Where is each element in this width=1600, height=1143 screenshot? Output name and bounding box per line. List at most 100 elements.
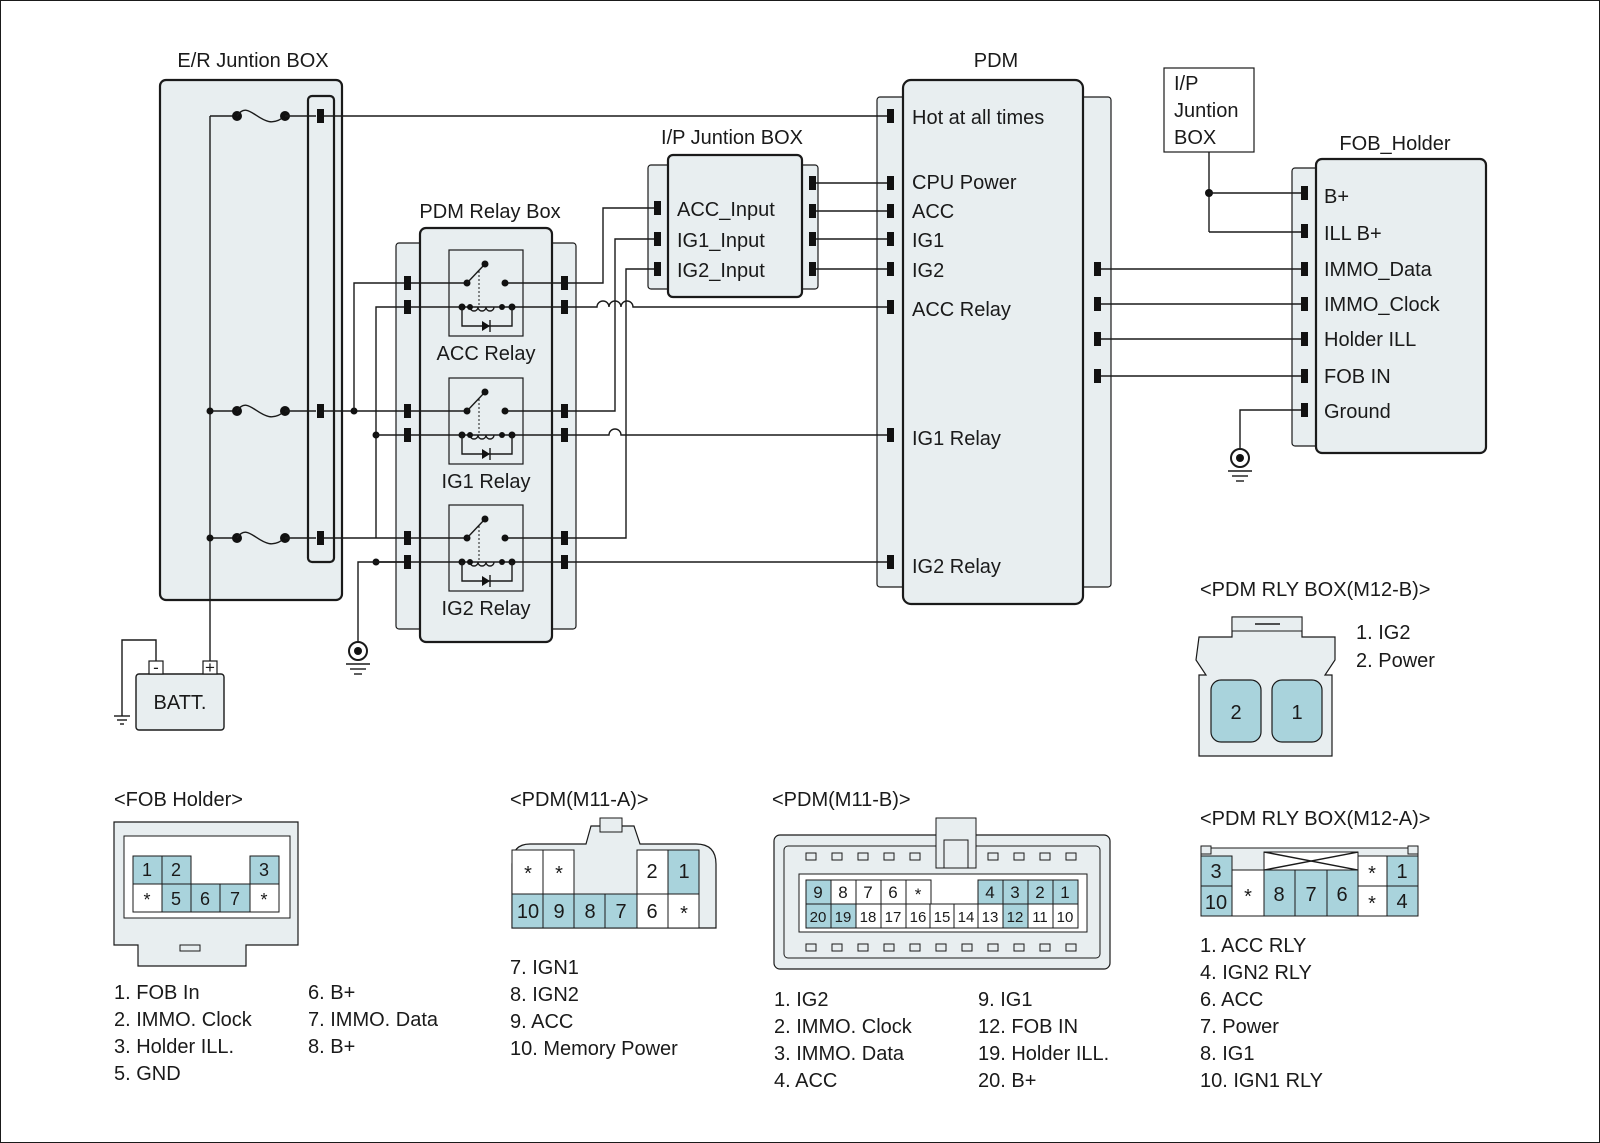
m11a-legend: 10. Memory Power bbox=[510, 1038, 678, 1060]
m12a-cav-7: 7 bbox=[1305, 884, 1316, 906]
m11a-legend: 9. ACC bbox=[510, 1011, 573, 1033]
m11b-cav-7: 7 bbox=[863, 883, 872, 902]
m12a-cav-10: 10 bbox=[1205, 892, 1227, 914]
fob-legend: 5. GND bbox=[114, 1063, 181, 1085]
m11a-cav-1: 1 bbox=[678, 861, 689, 883]
pdm-right-pins bbox=[1094, 262, 1101, 383]
m12a-legend: 6. ACC bbox=[1200, 989, 1263, 1011]
m12a-legend: 10. IGN1 RLY bbox=[1200, 1070, 1323, 1092]
fob-pin-b-plus: B+ bbox=[1324, 186, 1349, 208]
m11b-cav-14: 14 bbox=[958, 909, 975, 926]
battery-plus-label: + bbox=[205, 658, 215, 677]
m12a-legend: 7. Power bbox=[1200, 1016, 1279, 1038]
m11a-cav-9: 9 bbox=[553, 901, 564, 923]
relay-icon bbox=[448, 377, 524, 465]
pdm-relay-box-title: PDM Relay Box bbox=[419, 201, 560, 223]
ip-junction-box bbox=[666, 153, 804, 299]
m12b-title: <PDM RLY BOX(M12-B)> bbox=[1200, 579, 1430, 601]
m11b-cav-9: 9 bbox=[813, 883, 822, 902]
fob-pin-ground: Ground bbox=[1324, 401, 1391, 423]
pdm-pin-hot: Hot at all times bbox=[912, 107, 1044, 129]
fob-conn-title: <FOB Holder> bbox=[114, 789, 243, 811]
pdm-pin-acc-relay: ACC Relay bbox=[912, 299, 1011, 321]
m12a-cav-6: 6 bbox=[1336, 884, 1347, 906]
m12b-legend-2: 2. Power bbox=[1356, 650, 1435, 672]
relay-box-pins bbox=[404, 276, 568, 569]
m11a-cav-7: 7 bbox=[615, 901, 626, 923]
m12b-cavity-2: 2 bbox=[1230, 702, 1241, 724]
m11a-cav-2: 2 bbox=[646, 861, 657, 883]
m11a-cav-10: 10 bbox=[517, 901, 539, 923]
m12a-legend: 4. IGN2 RLY bbox=[1200, 962, 1312, 984]
m11b-cav-6: 6 bbox=[888, 883, 897, 902]
m11b-cav-star: * bbox=[915, 885, 922, 904]
m12a-title: <PDM RLY BOX(M12-A)> bbox=[1200, 808, 1430, 830]
fob-legend: 2. IMMO. Clock bbox=[114, 1009, 253, 1031]
m11b-legend: 2. IMMO. Clock bbox=[774, 1016, 913, 1038]
ip-jb-small-line3: BOX bbox=[1174, 127, 1216, 149]
m12a-cav-star: * bbox=[1368, 863, 1376, 885]
m11a-title: <PDM(M11-A)> bbox=[510, 789, 649, 811]
fob-cav-star: * bbox=[260, 890, 267, 910]
fob-legend: 3. Holder ILL. bbox=[114, 1036, 234, 1058]
m11b-cav-15: 15 bbox=[934, 909, 951, 926]
m11b-legend: 4. ACC bbox=[774, 1070, 837, 1092]
relay-label-ig2: IG2 Relay bbox=[442, 598, 531, 620]
m11b-cav-19: 19 bbox=[835, 909, 852, 926]
pdm-title: PDM bbox=[974, 50, 1018, 72]
pdm-left-pins bbox=[887, 109, 894, 569]
m11b-cav-18: 18 bbox=[860, 909, 877, 926]
pdm-pin-ig1: IG1 bbox=[912, 230, 944, 252]
battery-minus-label: - bbox=[153, 658, 159, 677]
m12a-cav-4: 4 bbox=[1396, 891, 1407, 913]
m11b-legend: 20. B+ bbox=[978, 1070, 1036, 1092]
fob-cav-1: 1 bbox=[142, 860, 152, 880]
ip-junction-box-title: I/P Juntion BOX bbox=[661, 127, 803, 149]
pdm-pin-acc: ACC bbox=[912, 201, 954, 223]
m11a-cav-8: 8 bbox=[584, 901, 595, 923]
ip-input-ig1: IG1_Input bbox=[677, 230, 765, 252]
m11b-title: <PDM(M11-B)> bbox=[772, 789, 911, 811]
m11a-connector bbox=[511, 817, 717, 929]
fob-cav-2: 2 bbox=[171, 860, 181, 880]
fob-cav-star: * bbox=[143, 890, 150, 910]
fuse-icon bbox=[210, 531, 316, 545]
m12a-cav-3: 3 bbox=[1210, 861, 1221, 883]
m11b-cav-13: 13 bbox=[982, 909, 999, 926]
er-junction-box bbox=[158, 78, 344, 602]
relay-icon bbox=[448, 249, 524, 337]
pdm-pin-cpu-power: CPU Power bbox=[912, 172, 1017, 194]
pdm-pin-ig2: IG2 bbox=[912, 260, 944, 282]
m12a-cav-star: * bbox=[1244, 886, 1252, 908]
m12a-legend: 1. ACC RLY bbox=[1200, 935, 1306, 957]
m11b-cav-10: 10 bbox=[1057, 909, 1074, 926]
m11b-legend: 1. IG2 bbox=[774, 989, 828, 1011]
ip-input-acc: ACC_Input bbox=[677, 199, 775, 221]
m11b-cav-4: 4 bbox=[985, 883, 994, 902]
battery-label: BATT. bbox=[154, 692, 207, 714]
ip-input-ig2: IG2_Input bbox=[677, 260, 765, 282]
fob-cav-6: 6 bbox=[200, 889, 210, 909]
pdm-pin-ig1-relay: IG1 Relay bbox=[912, 428, 1001, 450]
m11b-cav-16: 16 bbox=[910, 909, 927, 926]
fob-legend: 7. IMMO. Data bbox=[308, 1009, 439, 1031]
m11b-legend: 12. FOB IN bbox=[978, 1016, 1078, 1038]
relay-icon bbox=[448, 504, 524, 592]
m11b-cav-11: 11 bbox=[1032, 909, 1048, 926]
ground-icon bbox=[346, 641, 370, 675]
fob-cav-7: 7 bbox=[230, 889, 240, 909]
fob-cav-5: 5 bbox=[171, 889, 181, 909]
m11b-cav-8: 8 bbox=[838, 883, 847, 902]
m12b-cavity-1: 1 bbox=[1291, 702, 1302, 724]
relay-label-ig1: IG1 Relay bbox=[442, 471, 531, 493]
pdm-module bbox=[901, 78, 1085, 606]
fob-pins bbox=[1301, 186, 1308, 417]
m11b-cav-2: 2 bbox=[1035, 883, 1044, 902]
battery-plus-terminal bbox=[202, 660, 218, 675]
ip-jb-small-line2: Juntion bbox=[1174, 100, 1239, 122]
er-junction-box-bar bbox=[306, 94, 336, 564]
m11b-cav-12: 12 bbox=[1007, 909, 1024, 926]
ip-junction-box-small bbox=[1163, 67, 1255, 153]
m12a-cav-8: 8 bbox=[1273, 884, 1284, 906]
m12b-connector bbox=[1195, 616, 1336, 757]
